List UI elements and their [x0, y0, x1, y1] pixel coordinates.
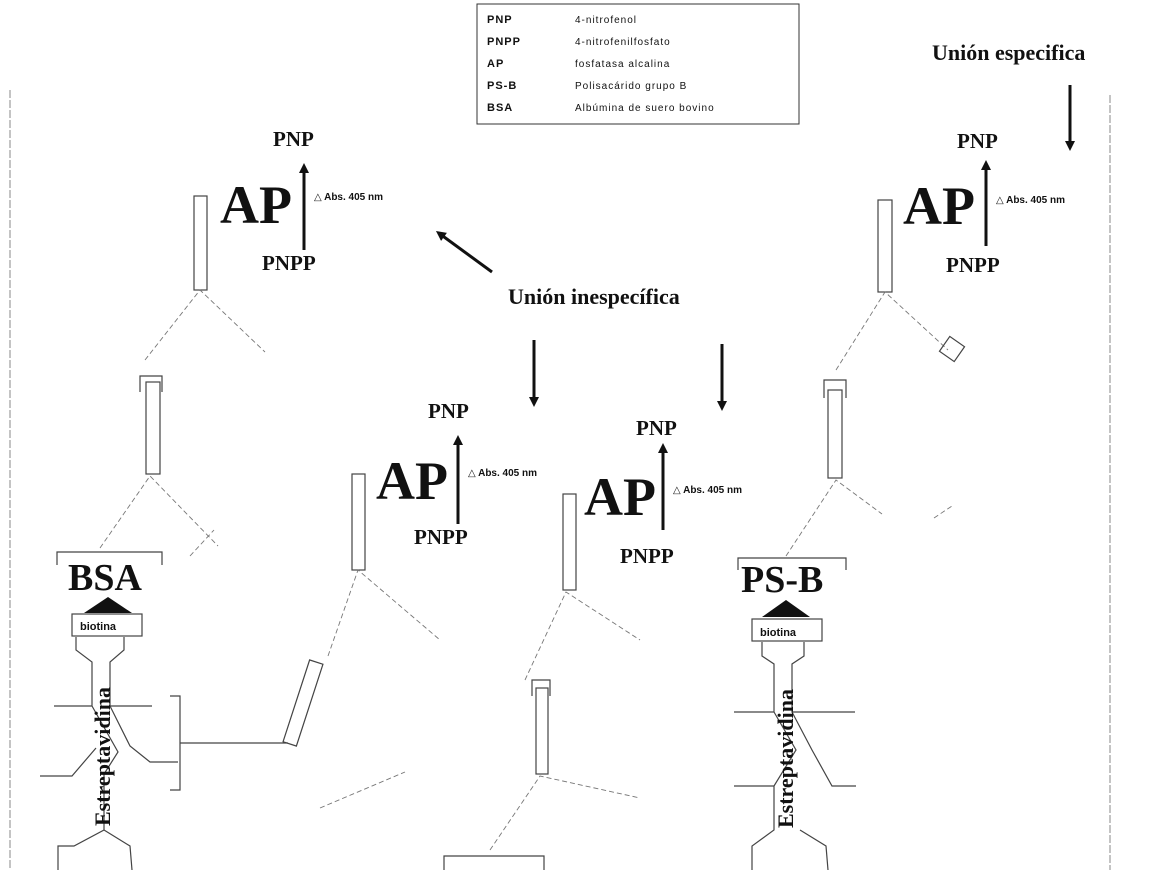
ap-label: AP: [584, 467, 656, 527]
bsa-complex: BSA biotina Estreptavidina: [40, 551, 288, 870]
secondary-antibody-cap: [531, 679, 551, 696]
biotin-triangle-icon: [762, 600, 810, 617]
biotin-label: biotina: [760, 627, 797, 639]
reaction-top-right: PNP AP △ Abs. 405 nm PNPP: [903, 129, 1065, 277]
legend-abbr-pnpp: PNPP: [487, 36, 521, 48]
secondary-antibody-cap: [139, 375, 163, 392]
bsa-label: BSA: [68, 557, 142, 599]
absorbance-label: △ Abs. 405 nm: [314, 192, 383, 203]
conjugate-antibody-arms: [144, 289, 266, 361]
pnp-label: PNP: [636, 416, 677, 440]
ap-label: AP: [903, 176, 975, 236]
secondary-antibody-stem: [145, 381, 161, 475]
conjugate-antibody-stem: [193, 195, 208, 291]
pnp-label: PNP: [957, 129, 998, 153]
reaction-center-left: PNP AP △ Abs. 405 nm PNPP: [376, 399, 537, 549]
biotin-box: [751, 618, 823, 642]
pnp-label: PNP: [273, 127, 314, 151]
legend-desc-ap: fosfatasa alcalina: [575, 59, 670, 70]
antibody-chain-left: [99, 195, 266, 557]
psb-bracket: [737, 557, 847, 570]
ap-label: AP: [220, 175, 292, 235]
secondary-antibody-stem: [282, 659, 324, 747]
psb-label: PS-B: [741, 559, 823, 601]
well-connector: [170, 695, 288, 791]
pnpp-label: PNPP: [620, 544, 674, 568]
reaction-center-right: PNP AP △ Abs. 405 nm PNPP: [584, 416, 742, 568]
biotin-box: [71, 613, 143, 637]
legend-desc-bsa: Albúmina de suero bovino: [575, 103, 715, 114]
legend-abbr-psb: PS-B: [487, 80, 517, 92]
absorbance-label: △ Abs. 405 nm: [673, 485, 742, 496]
biotin-triangle-icon: [84, 597, 132, 613]
legend-desc-pnp: 4-nitrofenol: [575, 15, 637, 26]
legend-abbr-bsa: BSA: [487, 102, 513, 114]
bsa-bracket: [56, 551, 163, 565]
antibody-tail: [319, 771, 406, 809]
legend-abbr-pnp: PNP: [487, 14, 513, 26]
legend-abbr-ap: AP: [487, 58, 504, 70]
specific-binding-label: Unión especifica: [932, 40, 1085, 65]
nonspecific-arrow-left: [435, 231, 493, 274]
conjugate-antibody-arms: [327, 569, 441, 657]
secondary-antibody-arms: [785, 479, 883, 557]
streptavidin-label: Estreptavidina: [90, 687, 115, 826]
absorbance-label: △ Abs. 405 nm: [996, 195, 1065, 206]
pnpp-label: PNPP: [262, 251, 316, 275]
streptavidin-label: Estreptavidina: [773, 689, 798, 828]
conjugate-antibody-stem: [351, 473, 366, 571]
conjugate-antibody-stem: [562, 493, 577, 591]
streptavidin-body: [734, 642, 856, 870]
nonspecific-binding-label: Unión inespecífica: [508, 284, 680, 309]
antibody-arm-tail: [189, 529, 215, 557]
absorbance-label: △ Abs. 405 nm: [468, 468, 537, 479]
legend-box: [476, 3, 800, 125]
secondary-antibody-arms: [99, 475, 219, 549]
antibody-tip-box: [938, 335, 966, 363]
secondary-antibody-stem: [535, 687, 549, 775]
streptavidin-body: [40, 637, 178, 870]
reaction-top-left: PNP AP △ Abs. 405 nm PNPP: [220, 127, 383, 275]
pnpp-label: PNPP: [946, 253, 1000, 277]
psb-complex: PS-B biotina Estreptavidina: [734, 557, 856, 870]
pnpp-label: PNPP: [414, 525, 468, 549]
well-plate-box: [443, 855, 545, 870]
conjugate-antibody-stem: [877, 199, 893, 293]
legend-desc-psb: Polisacárido grupo B: [575, 81, 687, 92]
antibody-chain-center: [443, 493, 641, 870]
legend-desc-pnpp: 4-nitrofenilfosfato: [575, 37, 671, 48]
secondary-antibody-arms: [489, 775, 641, 851]
conjugate-antibody-arms: [524, 591, 641, 681]
biotin-label: biotina: [80, 621, 117, 633]
secondary-antibody-cap: [823, 379, 847, 398]
legend: PNP 4-nitrofenol PNPP 4-nitrofenilfosfat…: [476, 3, 800, 125]
conjugate-antibody-arms: [835, 291, 949, 371]
antibody-chain-right: [785, 199, 966, 557]
pnp-label: PNP: [428, 399, 469, 423]
secondary-antibody-stem: [827, 389, 843, 479]
antibody-arm-tail: [933, 505, 953, 519]
ap-label: AP: [376, 451, 448, 511]
antibody-chain-center-left: [282, 473, 441, 809]
